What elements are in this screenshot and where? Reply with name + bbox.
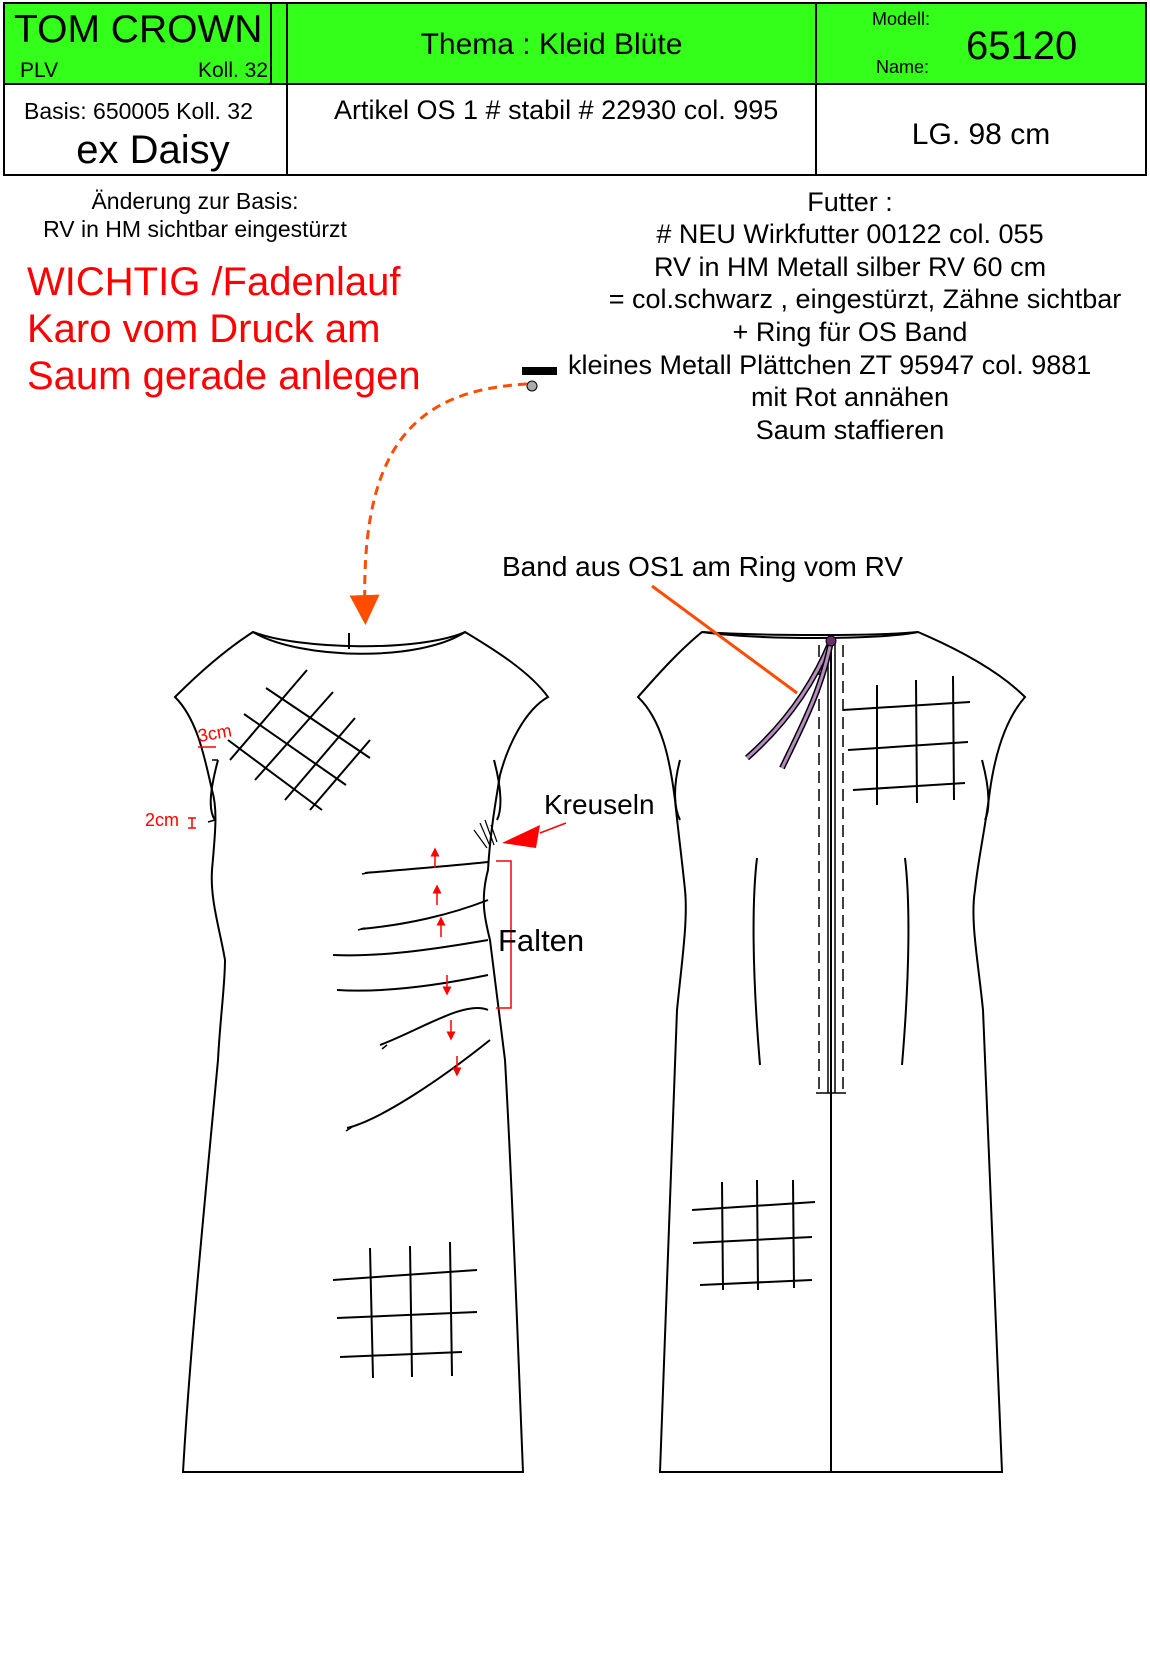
brand-name: TOM CROWN [14, 8, 263, 51]
back-view [636, 630, 1027, 1473]
dress-length: LG. 98 cm [911, 118, 1051, 151]
pleats-callout: Falten [498, 923, 585, 958]
basis-name: ex Daisy [76, 128, 230, 172]
back-dart-right [901, 857, 910, 1066]
lining-line-1: Futter : [807, 187, 893, 217]
lining-line-5: + Ring für OS Band [732, 317, 968, 347]
important-line-2: Karo vom Druck am [27, 307, 381, 351]
lining-line-4: = col.schwarz , eingestürzt, Zähne sicht… [608, 284, 1122, 314]
armhole-2cm-label: 2cm [145, 810, 179, 830]
product-line: PLV [20, 59, 59, 82]
band-leader-line [651, 584, 798, 695]
model-label: Modell: [872, 9, 931, 29]
brand-cell [3, 2, 288, 85]
front-pleats [332, 861, 491, 1132]
change-text: RV in HM sichtbar eingestürzt [43, 216, 347, 242]
gathering-callout: Kreuseln [544, 789, 655, 820]
theme-cell [286, 2, 817, 85]
back-check-lower [691, 1179, 816, 1291]
back-dart-left [752, 857, 761, 1066]
back-armhole-left [674, 759, 681, 821]
important-line-1: WICHTIG /Fadenlauf [27, 260, 401, 304]
ribbon-band [745, 635, 837, 770]
change-title: Änderung zur Basis: [91, 188, 299, 214]
theme-title: Thema : Kleid Blüte [420, 28, 683, 61]
lining-line-3: RV in HM Metall silber RV 60 cm [653, 252, 1047, 282]
lining-line-6: kleines Metall Plättchen ZT 95947 col. 9… [568, 350, 1092, 380]
length-cell [815, 83, 1147, 176]
name-label: Name: [876, 57, 930, 77]
front-view [173, 630, 550, 1473]
article-spec: Artikel OS 1 # stabil # 22930 col. 995 [334, 95, 779, 125]
front-check-lower [332, 1241, 478, 1379]
metal-plate-icon [522, 367, 557, 392]
lining-line-7: mit Rot annähen [750, 382, 950, 412]
back-neckline [701, 631, 919, 639]
pleats-bracket [496, 860, 512, 1009]
basis-reference: Basis: 650005 Koll. 32 [24, 98, 253, 124]
gathering-pointer [502, 822, 567, 848]
lining-line-8: Saum staffieren [755, 415, 945, 445]
band-callout: Band aus OS1 am Ring vom RV [502, 551, 904, 582]
brand-divider [270, 2, 272, 85]
front-check-upper [227, 669, 371, 811]
back-dress-outline [636, 630, 1027, 1473]
grain-arrow [349, 382, 528, 625]
gathering-ticks [473, 819, 498, 849]
pleat-direction-arrows [430, 847, 462, 1077]
important-line-3: Saum gerade anlegen [27, 354, 421, 398]
front-armhole-right [493, 759, 502, 821]
front-neckline [252, 631, 466, 655]
armhole-3cm-label: 3cm [196, 720, 233, 746]
front-armhole-left-inner [207, 759, 218, 823]
model-number: 65120 [966, 24, 1078, 68]
lining-line-2: # NEU Wirkfutter 00122 col. 055 [656, 219, 1044, 249]
collection: Koll. 32 [198, 59, 269, 82]
measurement-marks [188, 746, 216, 829]
back-check-upper [842, 675, 971, 805]
back-armhole-right [981, 759, 990, 821]
front-armhole-left [209, 759, 219, 821]
zipper [816, 640, 846, 1094]
